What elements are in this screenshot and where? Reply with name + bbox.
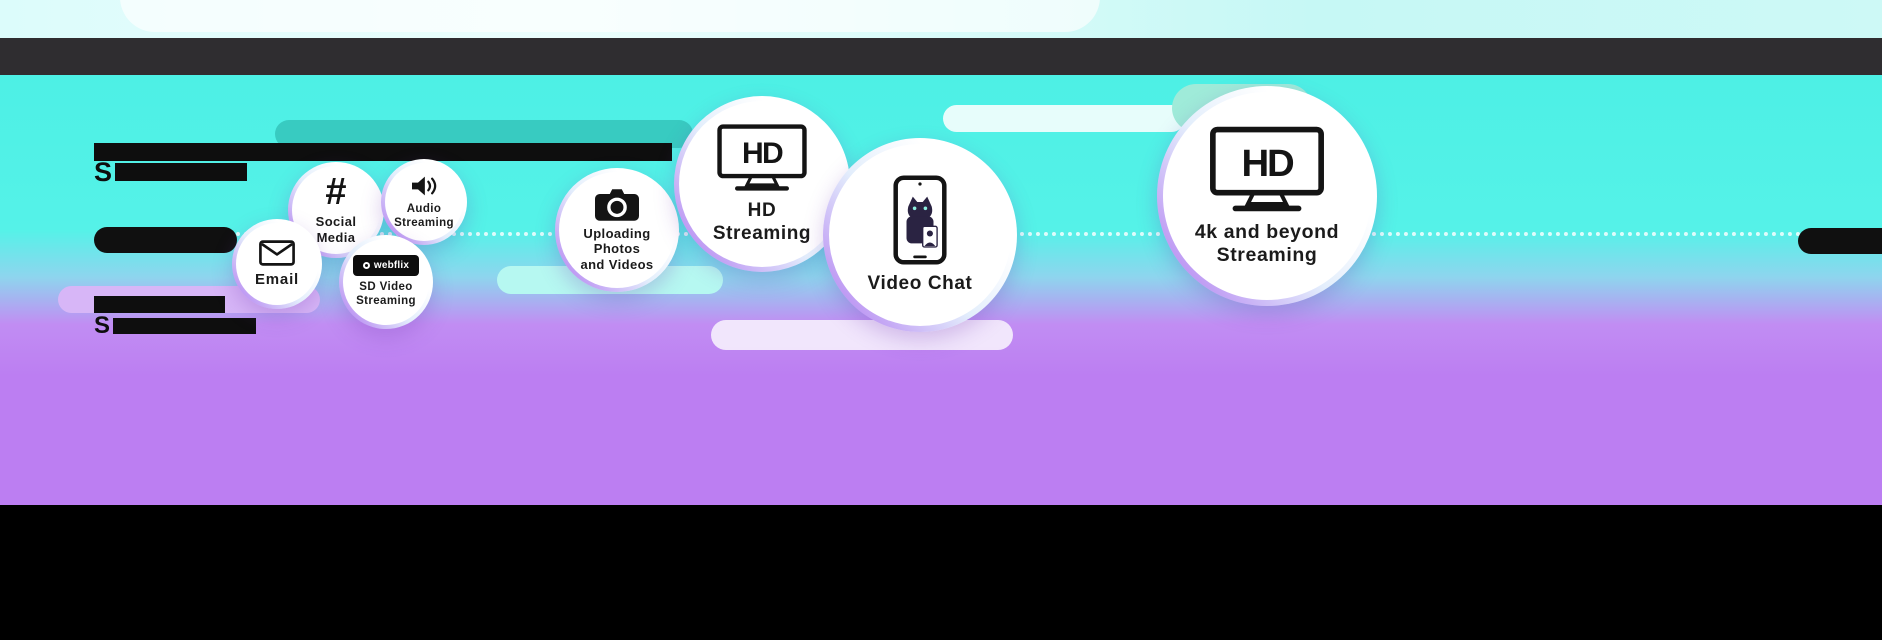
- 4k-tv-icon: HD: [1210, 126, 1324, 211]
- video-chat-phone-icon: [893, 175, 947, 265]
- bubble-video-chat-core: Video Chat: [829, 144, 1011, 326]
- bottom-black-band: [0, 505, 1882, 640]
- webflix-badge-label: webflix: [373, 260, 410, 272]
- heading1-second-line: S: [94, 156, 248, 187]
- bubble-email: Email: [232, 219, 322, 309]
- bubble-hd-streaming-core: HD HD Streaming: [679, 101, 845, 267]
- top-band: [0, 0, 1882, 40]
- speed-pill-lavender-white: [711, 320, 1013, 350]
- bubble-hd-streaming: HD HD Streaming: [674, 96, 850, 272]
- heading2-redacted-bar: [94, 296, 225, 313]
- bubble-sd-video-streaming: webflix SD Video Streaming: [339, 235, 433, 329]
- bubble-audio-streaming-core: Audio Streaming: [385, 163, 463, 241]
- bubble-hd-streaming-label: HD Streaming: [712, 199, 812, 244]
- hd-tv-text: HD: [742, 137, 783, 170]
- bubble-audio-streaming: Audio Streaming: [381, 159, 467, 245]
- webflix-dot-icon: [362, 262, 370, 270]
- heading2-second-line: S: [94, 312, 257, 339]
- black-pill-left: [94, 227, 237, 253]
- webflix-badge: webflix: [353, 255, 419, 277]
- bubble-sd-video-streaming-core: webflix SD Video Streaming: [343, 239, 429, 325]
- 4k-tv-text: HD: [1242, 141, 1294, 184]
- bubble-4k-streaming-core: HD 4k and beyond Streaming: [1163, 92, 1371, 300]
- bubble-uploading-photos-label: Uploading Photos and Videos: [580, 225, 654, 272]
- bubble-sd-video-streaming-label: SD Video Streaming: [356, 281, 416, 307]
- camera-icon: [595, 188, 639, 221]
- bubble-uploading-photos: Uploading Photos and Videos: [555, 168, 679, 292]
- envelope-icon: [259, 239, 295, 266]
- bubble-social-media-label: Social Media: [315, 214, 357, 245]
- bubble-video-chat-label: Video Chat: [867, 272, 973, 294]
- bubble-email-label: Email: [254, 270, 300, 288]
- hd-tv-icon: HD: [717, 124, 807, 191]
- bubble-email-core: Email: [236, 223, 318, 305]
- speaker-icon: [412, 176, 437, 196]
- bubble-audio-streaming-label: Audio Streaming: [394, 202, 454, 229]
- heading1-letter: S: [94, 156, 113, 187]
- speed-pill-white: [943, 105, 1185, 132]
- heading2-redacted-segment: [113, 318, 257, 334]
- heading2-letter: S: [94, 312, 111, 339]
- top-band-highlight: [120, 0, 1100, 32]
- black-pill-right: [1798, 228, 1882, 254]
- bubble-4k-streaming-label: 4k and beyond Streaming: [1194, 220, 1340, 266]
- heading1-redacted-bar: [94, 143, 672, 161]
- dotted-speed-line: [228, 232, 1882, 236]
- bubble-video-chat: Video Chat: [823, 138, 1017, 332]
- heading1-redacted-segment: [115, 163, 248, 181]
- bubble-uploading-photos-core: Uploading Photos and Videos: [559, 172, 675, 288]
- bubble-4k-streaming: HD 4k and beyond Streaming: [1157, 86, 1377, 306]
- top-dark-bar: [0, 38, 1882, 75]
- hashtag-icon: #: [325, 170, 347, 213]
